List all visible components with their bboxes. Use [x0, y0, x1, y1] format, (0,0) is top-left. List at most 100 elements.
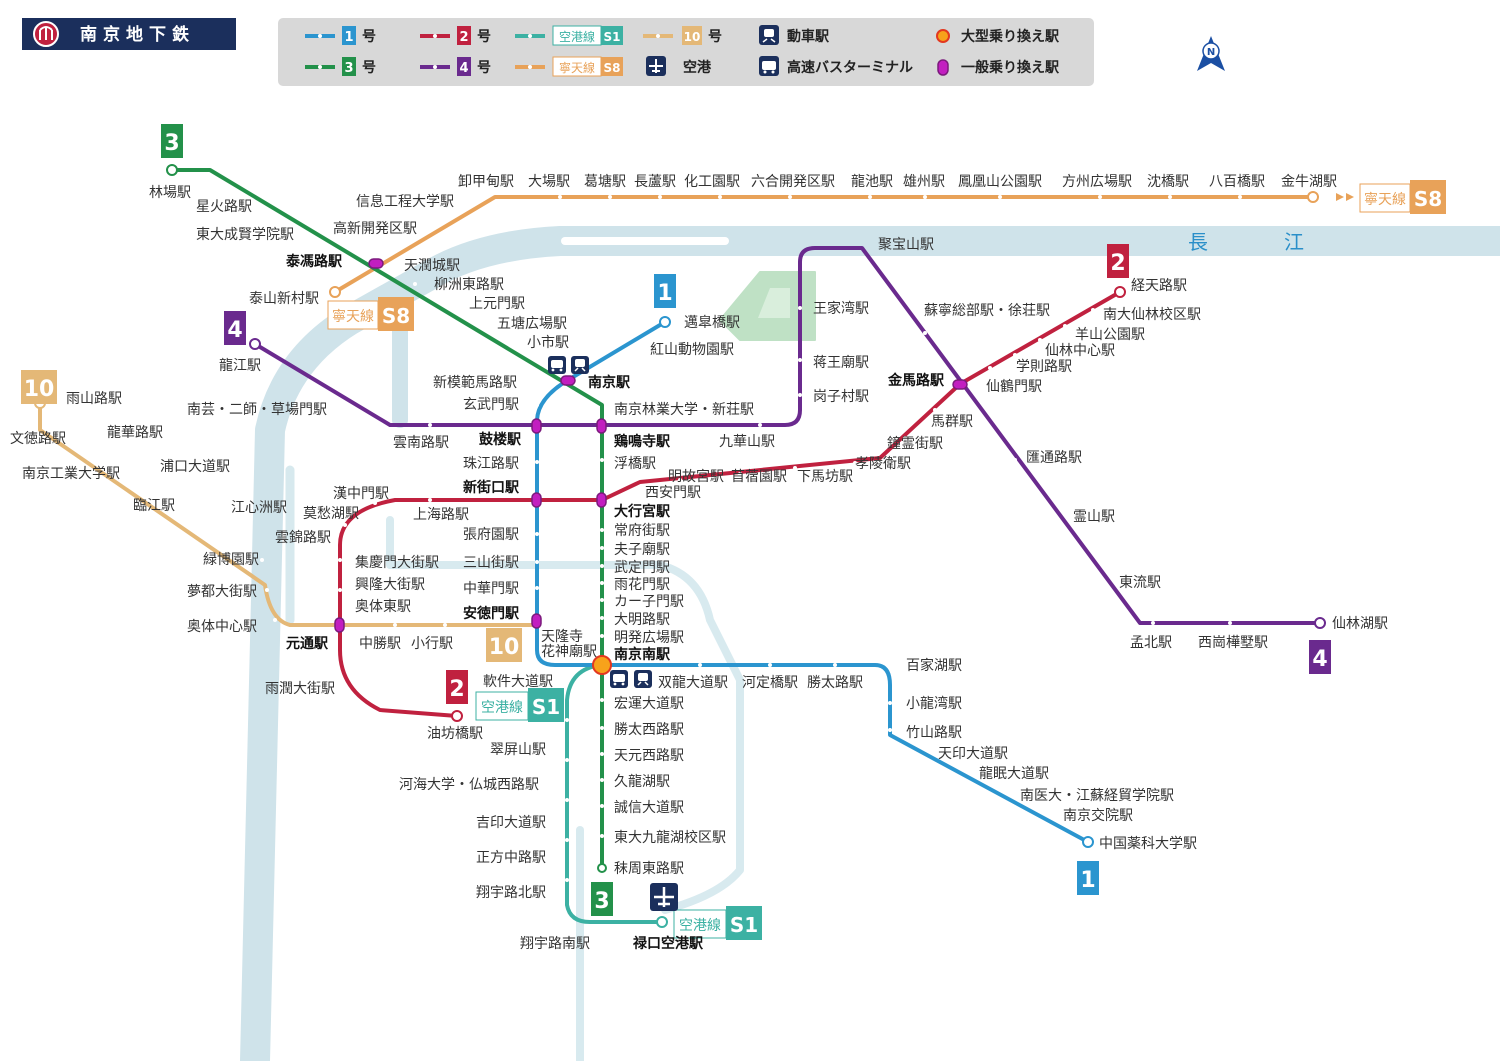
station-label[interactable]: 岗子村駅 [813, 389, 869, 405]
station-label[interactable]: 泰山新村駅 [249, 291, 319, 307]
station-label[interactable]: 奥体中心駅 [187, 618, 257, 635]
station-label[interactable]: 大行宮駅 [614, 503, 671, 520]
station-label[interactable]: 南芸・二師・草場門駅 [187, 402, 327, 418]
station-label[interactable]: 南京林業大学・新荘駅 [614, 402, 754, 418]
station-label[interactable]: 大場駅 [528, 174, 570, 190]
station-label[interactable]: 下馬坊駅 [797, 469, 853, 485]
station-label[interactable]: 孟北駅 [1130, 635, 1172, 651]
station-label[interactable]: 緑博園駅 [203, 551, 259, 568]
station-label[interactable]: 経天路駅 [1131, 278, 1187, 294]
station-label[interactable]: 中勝駅 [359, 636, 401, 652]
station-label[interactable]: 小市駅 [527, 334, 569, 351]
station-label[interactable]: 仙林湖駅 [1332, 616, 1388, 632]
station-label[interactable]: 金牛湖駅 [1281, 174, 1337, 190]
station-label[interactable]: 文徳路駅 [10, 431, 66, 447]
station-label[interactable]: 花神廟駅 [541, 643, 597, 660]
station-label[interactable]: 東流駅 [1119, 575, 1161, 591]
station-label[interactable]: 雨山路駅 [66, 391, 122, 407]
station-label[interactable]: 南医大・江蘇経貿学院駅 [1020, 788, 1174, 804]
station-label[interactable]: 浦口大道駅 [160, 459, 230, 475]
station-label[interactable]: 油坊橋駅 [427, 726, 483, 742]
station-label[interactable]: 大明路駅 [614, 612, 670, 628]
station-label[interactable]: 東大九龍湖校区駅 [614, 829, 726, 846]
station-label[interactable]: 仙鶴門駅 [986, 378, 1042, 395]
station-label[interactable]: 五塘広場駅 [497, 316, 567, 332]
station-label[interactable]: 久龍湖駅 [614, 773, 670, 790]
station-label[interactable]: 宏運大道駅 [614, 696, 684, 712]
station-label[interactable]: 漢中門駅 [333, 486, 389, 502]
station-label[interactable]: 翔宇路南駅 [520, 936, 590, 952]
station-label[interactable]: 竹山路駅 [906, 725, 962, 741]
station-label[interactable]: 正方中路駅 [476, 850, 546, 866]
station-label[interactable]: 安徳門駅 [463, 605, 520, 622]
station-label[interactable]: 河定橋駅 [742, 675, 798, 691]
station-label[interactable]: 金馬路駅 [887, 372, 945, 389]
station-label[interactable]: 南京交院駅 [1063, 807, 1133, 824]
station-label[interactable]: 莫愁湖駅 [303, 506, 359, 522]
station-label[interactable]: 元通駅 [286, 636, 329, 652]
station-label[interactable]: 沈橋駅 [1147, 174, 1189, 190]
station-label[interactable]: 匯通路駅 [1026, 450, 1082, 466]
station-label[interactable]: 翠屏山駅 [490, 742, 546, 758]
station-label[interactable]: 珠江路駅 [463, 456, 519, 472]
station-label[interactable]: 興隆大街駅 [355, 577, 425, 593]
station-label[interactable]: 中華門駅 [463, 581, 519, 597]
station-label[interactable]: 龍池駅 [851, 173, 893, 190]
station-label[interactable]: 龍華路駅 [107, 424, 163, 441]
station-label[interactable]: 孝陵衛駅 [855, 456, 911, 472]
station-label[interactable]: 邁皐橋駅 [684, 314, 740, 331]
station-label[interactable]: 卸甲甸駅 [458, 174, 514, 190]
station-label[interactable]: 常府街駅 [614, 523, 670, 539]
station-label[interactable]: 河海大学・仏城西路駅 [399, 777, 539, 793]
station-label[interactable]: 紅山動物園駅 [650, 342, 734, 358]
station-label[interactable]: 星火路駅 [196, 199, 252, 215]
station-label[interactable]: 八百橋駅 [1209, 174, 1265, 190]
station-label[interactable]: 信息工程大学駅 [356, 193, 454, 210]
station-label[interactable]: 天印大道駅 [938, 746, 1008, 762]
station-label[interactable]: 夢都大街駅 [187, 584, 257, 600]
station-label[interactable]: 鐘霊街駅 [887, 435, 943, 452]
station-label[interactable]: 聚宝山駅 [878, 237, 934, 253]
station-label[interactable]: 化工園駅 [684, 174, 740, 190]
station-label[interactable]: 学則路駅 [1016, 359, 1072, 375]
station-label[interactable]: 仙林中心駅 [1045, 343, 1115, 359]
station-label[interactable]: カー子門駅 [614, 594, 684, 610]
station-label[interactable]: 勝太路駅 [807, 675, 863, 691]
station-label[interactable]: 六合開発区駅 [751, 174, 835, 190]
station-label[interactable]: 王家湾駅 [813, 300, 869, 317]
station-label[interactable]: 雲錦路駅 [275, 529, 331, 546]
station-label[interactable]: 長蘆駅 [634, 174, 676, 190]
station-label[interactable]: 明発広場駅 [614, 630, 684, 646]
station-label[interactable]: 禄口空港駅 [633, 935, 704, 952]
station-label[interactable]: 東大成賢学院駅 [196, 227, 294, 243]
station-label[interactable]: 吉印大道駅 [476, 815, 546, 831]
station-label[interactable]: 浮橋駅 [614, 456, 656, 472]
station-label[interactable]: 柳洲東路駅 [434, 276, 504, 293]
station-label[interactable]: 明故宮駅 [668, 469, 724, 485]
station-label[interactable]: 雨潤大街駅 [265, 681, 335, 697]
station-label[interactable]: 夫子廟駅 [614, 541, 670, 558]
station-label[interactable]: 集慶門大街駅 [355, 554, 439, 571]
station-label[interactable]: 羊山公園駅 [1075, 327, 1145, 343]
station-label[interactable]: 九華山駅 [719, 434, 775, 450]
station-label[interactable]: 勝太西路駅 [614, 722, 684, 738]
station-label[interactable]: 張府園駅 [463, 527, 519, 543]
station-label[interactable]: 高新開発区駅 [333, 220, 417, 237]
station-label[interactable]: 南大仙林校区駅 [1103, 306, 1201, 323]
station-label[interactable]: 小龍湾駅 [906, 695, 962, 712]
station-label[interactable]: 泰馮路駅 [285, 253, 343, 270]
station-label[interactable]: 西崗樺墅駅 [1198, 634, 1268, 651]
station-label[interactable]: 南京南駅 [614, 646, 671, 663]
station-label[interactable]: 鳳凰山公園駅 [958, 174, 1042, 190]
station-label[interactable]: 馬群駅 [931, 414, 973, 430]
station-label[interactable]: 江心洲駅 [231, 500, 287, 516]
station-label[interactable]: 新街口駅 [463, 479, 520, 496]
station-label[interactable]: 天元西路駅 [614, 748, 684, 764]
station-label[interactable]: 天隆寺 [541, 629, 583, 645]
station-label[interactable]: 雄州駅 [903, 174, 945, 190]
station-label[interactable]: 軟件大道駅 [483, 674, 553, 690]
station-label[interactable]: 苜蓿園駅 [731, 468, 787, 485]
station-label[interactable]: 南京工業大学駅 [22, 466, 120, 482]
station-label[interactable]: 秣周東路駅 [614, 860, 684, 877]
station-label[interactable]: 上海路駅 [413, 507, 469, 523]
